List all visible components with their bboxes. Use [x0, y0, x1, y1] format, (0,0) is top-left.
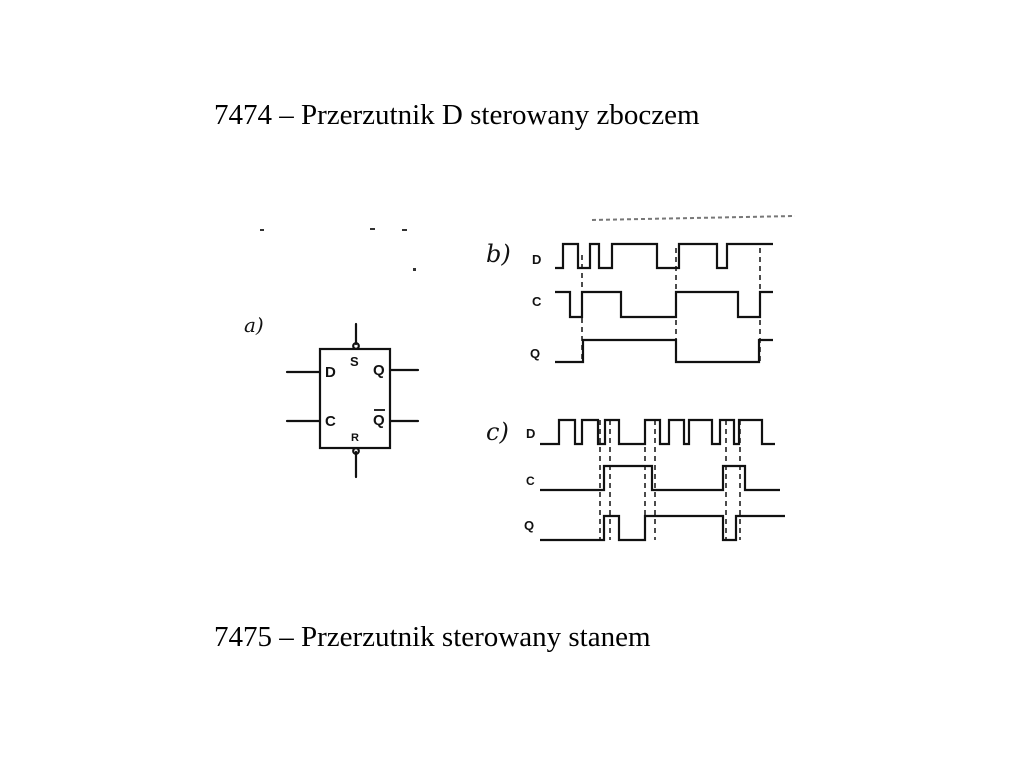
- panel-a-label: a): [244, 313, 264, 337]
- panel-b-d-waveform: [555, 242, 773, 270]
- panel-b: b) D C Q: [486, 240, 773, 364]
- panel-c-signal-q-label: Q: [524, 518, 534, 533]
- scan-marks: [260, 215, 796, 271]
- panel-c: c) D C Q: [486, 418, 785, 542]
- panel-c-q-waveform: [540, 514, 785, 542]
- panel-c-label: c): [486, 418, 509, 446]
- panel-c-signal-d-label: D: [526, 426, 535, 441]
- panel-c-c-waveform: [540, 464, 780, 492]
- slide-title-7474: 7474 – Przerzutnik D sterowany zboczem: [214, 99, 700, 131]
- panel-b-signal-q-label: Q: [530, 346, 540, 361]
- pin-c-label: C: [325, 413, 336, 430]
- panel-b-signal-c-label: C: [532, 294, 542, 309]
- panel-a-pin-labels: D C S R Q Q: [325, 354, 385, 444]
- panel-b-q-waveform: [555, 338, 773, 364]
- pin-d-label: D: [325, 364, 336, 381]
- pin-r-label: R: [351, 432, 359, 444]
- panel-b-c-waveform: [555, 290, 773, 319]
- panel-c-d-waveform: [540, 418, 775, 446]
- panel-c-signal-c-label: C: [526, 474, 535, 488]
- pin-q-label: Q: [373, 362, 385, 379]
- slide-title-7475: 7475 – Przerzutnik sterowany stanem: [214, 621, 651, 653]
- reset-inversion-bubble: [352, 447, 360, 455]
- panel-a: a): [244, 313, 420, 479]
- panel-b-label: b): [486, 240, 511, 268]
- set-inversion-bubble: [352, 342, 360, 350]
- pin-s-label: S: [350, 354, 359, 369]
- pin-qbar-label: Q: [373, 412, 385, 429]
- panel-b-signal-d-label: D: [532, 252, 541, 267]
